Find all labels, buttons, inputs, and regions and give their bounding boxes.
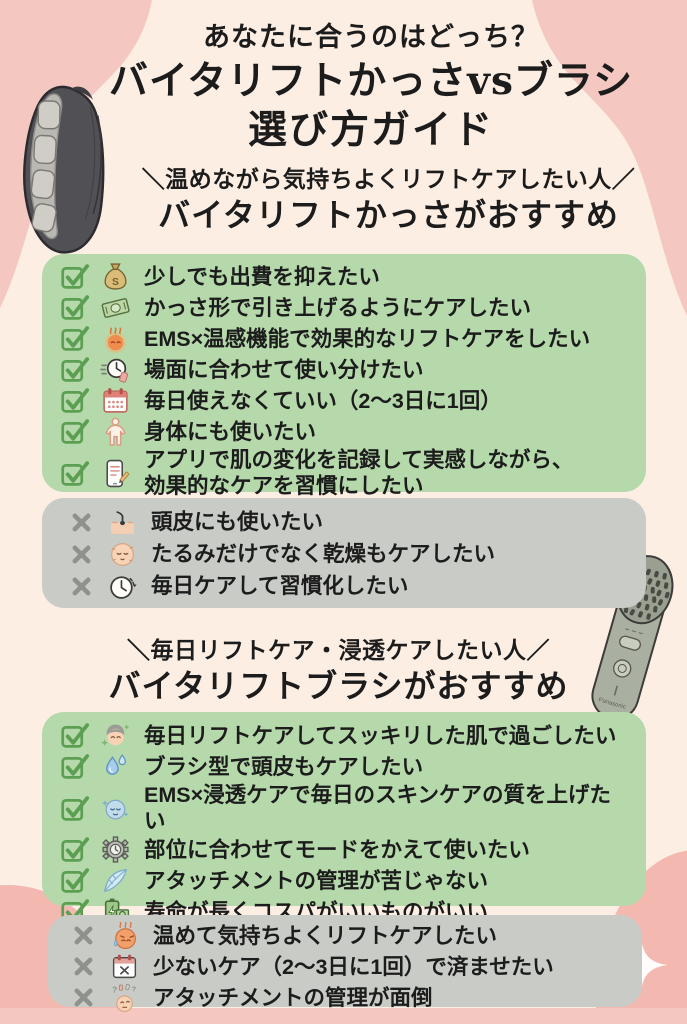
list-item: ?? アタッチメントの管理が面倒 [68, 982, 628, 1013]
check-icon [60, 386, 90, 415]
absorb-face-icon [100, 793, 131, 824]
item-text: EMS×浸透ケアで毎日のスキンケアの質を上げたい [144, 783, 612, 833]
check-icon [60, 721, 90, 750]
page-title: あなたに合うのはどっち？ バイタリフトかっさvsブラシ 選び方ガイド [55, 22, 687, 154]
check-icon [60, 835, 90, 864]
svg-text:?: ? [112, 985, 117, 994]
bottom-pink-strip [0, 1008, 687, 1024]
svg-text:?: ? [132, 984, 136, 993]
item-text: たるみだけでなく乾燥もケアしたい [151, 542, 496, 566]
confused-face-icon: ?? [109, 982, 140, 1013]
cross-icon [71, 954, 96, 979]
list-item: EMS×浸透ケアで毎日のスキンケアの質を上げたい [60, 782, 632, 834]
money-bag-icon: S [100, 261, 131, 292]
svg-text:S: S [112, 277, 119, 288]
scalp-icon [107, 507, 138, 538]
title-line-2: バイタリフトかっさvsブラシ [108, 58, 634, 105]
hot-face-icon [109, 920, 140, 951]
dry-face-icon [107, 539, 138, 570]
item-text: 毎日ケアして習慣化したい [151, 574, 409, 598]
scene-clock-icon [100, 354, 131, 385]
calendar-icon [100, 385, 131, 416]
kassa-device-illustration [23, 85, 105, 254]
item-text: 部位に合わせてモードをかえて使いたい [144, 837, 530, 862]
item-text: 温めて気持ちよくリフトケアしたい [153, 923, 498, 948]
check-icon [60, 355, 90, 384]
item-text: 場面に合わせて使い分けたい [144, 357, 424, 382]
title-line-1: あなたに合うのはどっち？ [203, 22, 539, 53]
list-item: 温めて気持ちよくリフトケアしたい [68, 920, 628, 951]
gear-mode-icon [100, 834, 131, 865]
top-left-pink-blob [0, 0, 152, 308]
list-item: 場面に合わせて使い分けたい [60, 354, 632, 385]
list-item: 身体にも使いたい [60, 416, 632, 447]
calendar-x-icon [109, 951, 140, 982]
check-icon [60, 293, 90, 322]
item-text: アタッチメントの管理が面倒 [153, 985, 433, 1010]
item-text: 身体にも使いたい [144, 419, 317, 444]
item-text: EMS×温感機能で効果的なリフトケアをしたい [144, 326, 591, 351]
list-item: 毎日使えなくていい（2〜3日に1回） [60, 385, 632, 416]
sparkle-face-icon [100, 720, 131, 751]
check-icon [60, 417, 90, 446]
check-icon [60, 866, 90, 895]
brush-heading: バイタリフトブラシがおすすめ [108, 667, 569, 704]
kassa-section-header: ＼温めながら気持ちよくリフトケアしたい人／ バイタリフトかっさがおすすめ [90, 166, 687, 234]
list-item: 毎日ケアして習慣化したい [66, 570, 632, 602]
cross-icon [71, 985, 96, 1010]
check-icon [60, 324, 90, 353]
feather-icon [100, 865, 131, 896]
list-item: かっさ形で引き上げるようにケアしたい [60, 292, 632, 323]
title-line-3: 選び方ガイド [247, 107, 494, 154]
kassa-tagline: ＼温めながら気持ちよくリフトケアしたい人／ [141, 166, 636, 192]
list-item: EMS×温感機能で効果的なリフトケアをしたい [60, 323, 632, 354]
kassa-pros-box: S 少しでも出費を抑えたいかっさ形で引き上げるようにケアしたい EMS×温感機能で効… [42, 254, 646, 498]
item-text: ブラシ型で頭皮もケアしたい [144, 754, 424, 779]
list-item: アプリで肌の変化を記録して実感しながら、 効果的なケアを習慣にしたい [60, 447, 632, 499]
item-text: 少ないケア（2〜3日に1回）で済ませたい [153, 954, 554, 979]
item-text: 毎日使えなくていい（2〜3日に1回） [144, 388, 502, 413]
daily-clock-icon [107, 571, 138, 602]
list-item: 少ないケア（2〜3日に1回）で済ませたい [68, 951, 628, 982]
list-item: アタッチメントの管理が苦じゃない [60, 865, 632, 896]
banknote-icon [100, 292, 131, 323]
brush-pros-box: 毎日リフトケアしてスッキリした肌で過ごしたいブラシ型で頭皮もケアしたい EMS×浸… [42, 712, 646, 924]
cross-icon [69, 510, 94, 535]
item-text: アプリで肌の変化を記録して実感しながら、 効果的なケアを習慣にしたい [144, 448, 574, 498]
list-item: 頭皮にも使いたい [66, 506, 632, 538]
body-icon [100, 416, 131, 447]
water-drops-icon [100, 751, 131, 782]
brush-tagline: ＼毎日リフトケア・浸透ケアしたい人／ [127, 637, 550, 663]
cross-icon [71, 923, 96, 948]
cross-icon [69, 574, 94, 599]
kassa-cons-box: 頭皮にも使いたいたるみだけでなく乾燥もケアしたい毎日ケアして習慣化したい [42, 498, 646, 608]
app-phone-icon [100, 458, 131, 489]
item-text: アタッチメントの管理が苦じゃない [144, 868, 489, 893]
top-right-pink-blob [532, 0, 687, 316]
list-item: 毎日リフトケアしてスッキリした肌で過ごしたい [60, 720, 632, 751]
warm-face-icon [100, 323, 131, 354]
brush-cons-box: 温めて気持ちよくリフトケアしたい少ないケア（2〜3日に1回）で済ませたい?? アタ… [48, 915, 642, 1013]
list-item: S 少しでも出費を抑えたい [60, 261, 632, 292]
item-text: 毎日リフトケアしてスッキリした肌で過ごしたい [144, 723, 617, 748]
list-item: たるみだけでなく乾燥もケアしたい [66, 538, 632, 570]
cross-icon [69, 542, 94, 567]
list-item: ブラシ型で頭皮もケアしたい [60, 751, 632, 782]
brush-section-header: ＼毎日リフトケア・浸透ケアしたい人／ バイタリフトブラシがおすすめ [0, 637, 677, 705]
check-icon [60, 459, 90, 488]
item-text: かっさ形で引き上げるようにケアしたい [144, 295, 532, 320]
check-icon [60, 262, 90, 291]
check-icon [60, 794, 90, 823]
item-text: 少しでも出費を抑えたい [144, 264, 380, 289]
kassa-heading: バイタリフトかっさがおすすめ [158, 196, 619, 233]
item-text: 頭皮にも使いたい [151, 510, 324, 534]
check-icon [60, 752, 90, 781]
list-item: 部位に合わせてモードをかえて使いたい [60, 834, 632, 865]
